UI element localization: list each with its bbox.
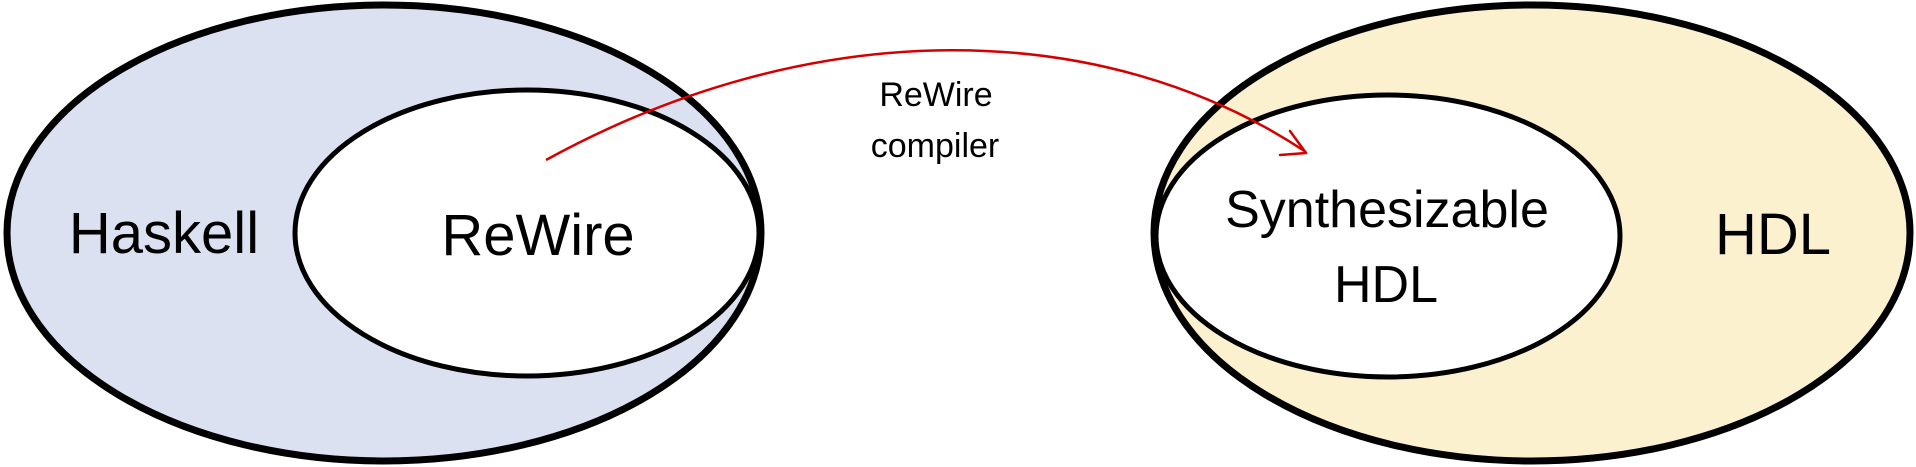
synthesizable-label-line1: Synthesizable [1225, 181, 1549, 239]
rewire-label: ReWire [441, 203, 634, 268]
compiler-label-line2: compiler [871, 127, 999, 165]
synthesizable-hdl-subset-ellipse [1153, 92, 1623, 380]
compiler-arrowhead-icon [1278, 129, 1308, 157]
compiler-label-line1: ReWire [879, 76, 992, 114]
haskell-label: Haskell [69, 201, 259, 266]
synthesizable-label-line2: HDL [1334, 256, 1438, 314]
compiler-arrow-line [545, 49, 1307, 162]
hdl-label: HDL [1715, 202, 1831, 267]
rewire-subset-ellipse [292, 87, 762, 379]
